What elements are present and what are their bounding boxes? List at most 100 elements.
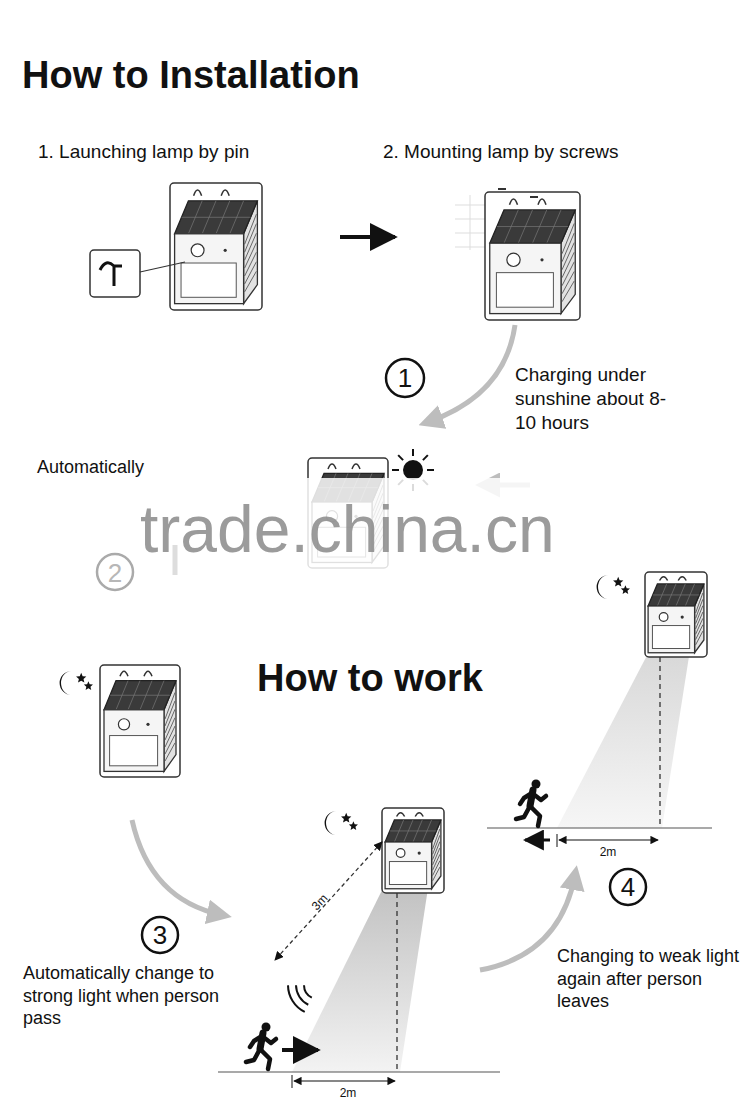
hook [352, 464, 360, 469]
callout-circle [386, 359, 424, 397]
hook [120, 671, 128, 676]
star [341, 813, 351, 823]
solar-lamp [170, 183, 262, 310]
night-icon [325, 811, 358, 835]
indicator [418, 851, 421, 854]
solar-lamp [485, 192, 580, 320]
pin [100, 263, 122, 286]
back-plate [100, 665, 180, 777]
panel-grid [497, 226, 568, 227]
hook [144, 671, 152, 676]
hook [328, 464, 336, 469]
watermark: trade.china.cn [140, 488, 660, 571]
limb [530, 806, 540, 826]
plumb-line [659, 657, 660, 828]
pir-sensor [659, 613, 668, 622]
back-plate [485, 192, 580, 320]
back-plate [382, 808, 444, 893]
sun-ray [423, 455, 428, 460]
title: How to Installation [22, 52, 360, 100]
fin [696, 631, 703, 645]
hook [194, 190, 202, 196]
note: Automatically change to strong light whe… [23, 962, 243, 1030]
limb [260, 1049, 270, 1069]
running-person [246, 1023, 276, 1070]
note: Changing to weak light again after perso… [557, 945, 742, 1013]
sun-ray [412, 449, 414, 456]
note: Automatically [37, 456, 237, 479]
flow-arrow [428, 325, 515, 422]
indicator [540, 258, 543, 261]
pir-sensor [191, 244, 204, 257]
panel-grid [182, 217, 251, 218]
dimension: 2m [593, 845, 623, 860]
sensor-wave [296, 985, 308, 1004]
leader-line [140, 262, 185, 272]
ground-line [218, 1071, 500, 1072]
lamp-front [104, 710, 164, 772]
fin [165, 743, 175, 761]
solar-panel [648, 584, 704, 606]
plumb-line [396, 893, 397, 1072]
dimension: 2m [333, 1086, 363, 1101]
fin [245, 271, 257, 292]
light-window [110, 736, 158, 766]
flow-arrow [132, 820, 222, 915]
callout-number: 1 [385, 360, 425, 396]
indicator [681, 615, 684, 618]
screw [498, 189, 538, 197]
note: Charging under sunshine about 8-10 hours [515, 363, 685, 434]
light-window [181, 263, 236, 297]
panel-grid [390, 830, 437, 831]
moon [60, 671, 72, 695]
hook [660, 577, 668, 581]
callout-number: 3 [140, 917, 180, 953]
star [76, 673, 86, 683]
moon [597, 575, 609, 599]
indicator [146, 723, 149, 726]
fin [562, 281, 574, 302]
limb [532, 793, 546, 800]
hook [510, 199, 518, 205]
limb [520, 793, 532, 804]
fin [433, 867, 440, 881]
sensor-wave [304, 985, 312, 997]
sensor-wave [288, 985, 305, 1012]
solar-panel [490, 210, 576, 243]
lamp-front [648, 606, 695, 653]
sun-ray [398, 455, 403, 460]
solar-lamp [645, 572, 707, 657]
range-line [275, 842, 382, 960]
light-cone [557, 640, 690, 828]
night-icon [60, 671, 93, 695]
hook [415, 813, 423, 817]
hook [538, 199, 546, 205]
pir-sensor [396, 849, 405, 858]
step-label: 2. Mounting lamp by screws [383, 140, 723, 164]
pir-sensor [118, 719, 129, 730]
sun [403, 460, 423, 480]
star [84, 681, 93, 690]
lamp-front [490, 243, 561, 313]
step-arrow [340, 235, 395, 239]
limb [250, 1036, 262, 1047]
hook [678, 577, 686, 581]
running-person [516, 780, 546, 827]
limb [516, 806, 530, 819]
sun-ray [427, 469, 434, 471]
motion-arrow [525, 839, 550, 842]
light-window [389, 862, 426, 885]
night-icon [597, 575, 630, 599]
wall-line [470, 195, 471, 250]
solar-lamp [382, 808, 444, 893]
solar-lamp [100, 665, 180, 777]
light-window [496, 273, 553, 308]
ground-line [487, 827, 712, 828]
section-heading: How to work [257, 655, 577, 703]
star [621, 585, 630, 594]
hook [221, 190, 229, 196]
dimension-tick [292, 1075, 293, 1088]
back-plate [645, 572, 707, 657]
dimension: 3m [304, 886, 335, 918]
solar-panel [104, 681, 176, 710]
